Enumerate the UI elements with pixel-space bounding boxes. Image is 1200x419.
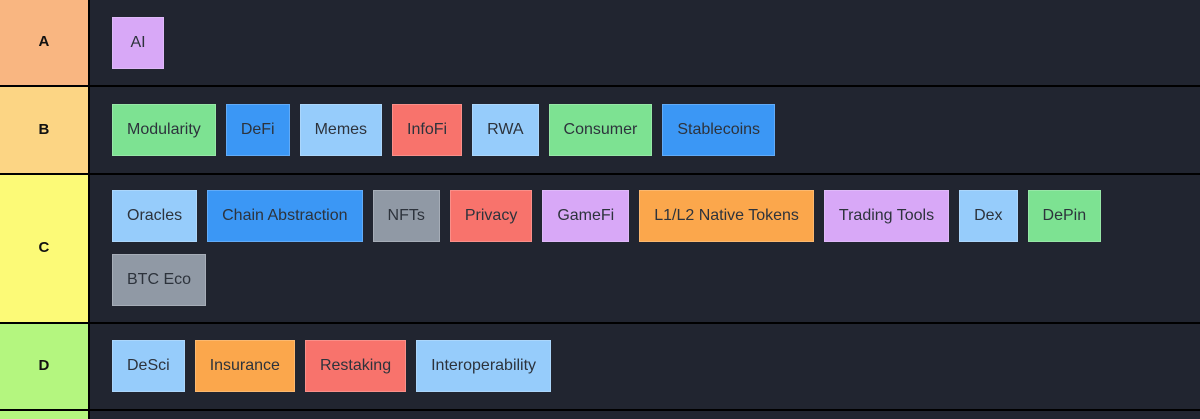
tier-items-wait-see: FutarchyUndercollateralized Lending	[90, 411, 1200, 419]
tier-item-depin[interactable]: DePin	[1027, 190, 1102, 242]
tier-item-privacy[interactable]: Privacy	[449, 190, 533, 242]
tier-label-wait-see[interactable]: Wait & See	[0, 411, 90, 419]
tier-item-stablecoins[interactable]: Stablecoins	[662, 104, 776, 156]
tier-items-a: AI	[90, 0, 1200, 85]
tier-row-a: A AI	[0, 0, 1200, 87]
tier-item-insurance[interactable]: Insurance	[194, 340, 295, 392]
tier-item-infofi[interactable]: InfoFi	[392, 104, 463, 156]
tier-item-chain-abstraction[interactable]: Chain Abstraction	[207, 190, 363, 242]
tier-item-defi[interactable]: DeFi	[225, 104, 290, 156]
tier-item-rwa[interactable]: RWA	[472, 104, 539, 156]
tier-item-modularity[interactable]: Modularity	[112, 104, 216, 156]
tier-item-gamefi[interactable]: GameFi	[542, 190, 630, 242]
tier-label-a[interactable]: A	[0, 0, 90, 85]
tier-item-restaking[interactable]: Restaking	[304, 340, 407, 392]
tier-item-l1-l2-native-tokens[interactable]: L1/L2 Native Tokens	[639, 190, 814, 242]
tier-item-trading-tools[interactable]: Trading Tools	[823, 190, 950, 242]
tier-item-memes[interactable]: Memes	[299, 104, 383, 156]
tier-label-c[interactable]: C	[0, 175, 90, 322]
tier-item-dex[interactable]: Dex	[959, 190, 1018, 242]
tier-item-interoperability[interactable]: Interoperability	[416, 340, 552, 392]
tier-item-consumer[interactable]: Consumer	[548, 104, 653, 156]
tier-item-oracles[interactable]: Oracles	[112, 190, 198, 242]
tier-row-wait-see: Wait & SeeFutarchyUndercollateralized Le…	[0, 411, 1200, 419]
tier-label-b[interactable]: B	[0, 87, 90, 173]
tier-item-ai[interactable]: AI	[112, 17, 164, 69]
tier-item-nfts[interactable]: NFTs	[372, 190, 440, 242]
tier-item-desci[interactable]: DeSci	[112, 340, 185, 392]
tier-item-btc-eco[interactable]: BTC Eco	[112, 254, 207, 306]
tier-label-d[interactable]: D	[0, 324, 90, 409]
